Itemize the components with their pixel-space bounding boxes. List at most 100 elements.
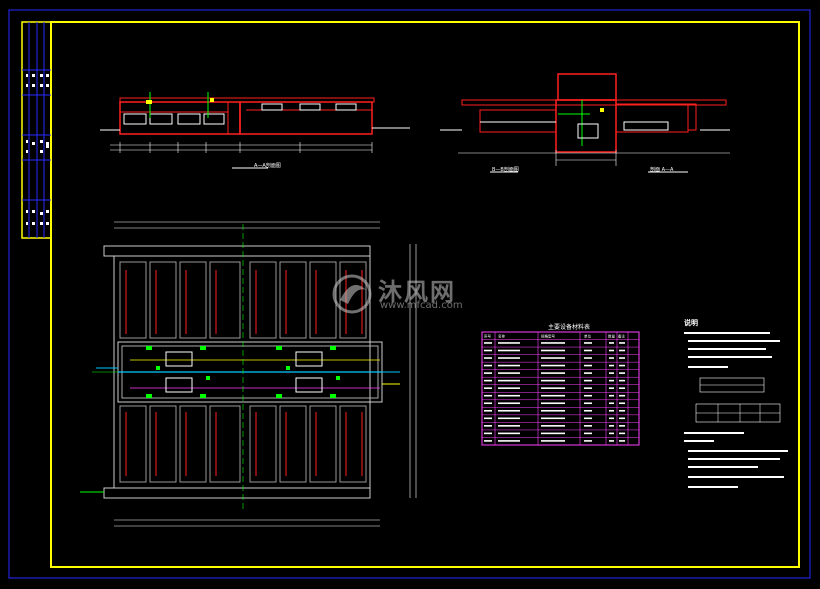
table-cell-mark [541, 387, 565, 389]
watermark-logo-icon [332, 274, 372, 314]
table-header-cell: 单位 [584, 334, 592, 339]
table-cell-mark [498, 402, 520, 405]
table-cell-mark [484, 342, 492, 344]
table-cell-mark [584, 417, 592, 420]
watermark-url: www.mfcad.com [380, 300, 463, 311]
table-cell-mark [541, 364, 565, 367]
table-cell-mark [619, 379, 625, 382]
table-cell-mark [484, 402, 492, 405]
table-cell-mark [609, 364, 614, 367]
table-cell-mark [609, 417, 614, 420]
table-cell-mark [541, 402, 565, 405]
table-cell-mark [484, 394, 492, 397]
table-cell-mark [619, 372, 625, 374]
table-cell-mark [584, 349, 592, 352]
table-cell-mark [584, 409, 592, 412]
table-cell-mark [609, 409, 614, 412]
table-cell-mark [541, 379, 565, 382]
table-cell-mark [484, 364, 492, 367]
table-cell-mark [484, 417, 492, 420]
table-cell-mark [541, 417, 565, 420]
table-cell-mark [584, 372, 592, 374]
table-cell-mark [619, 440, 625, 442]
notes-title: 说明 [684, 319, 698, 327]
table-cell-mark [584, 342, 592, 344]
table-cell-mark [541, 372, 565, 374]
table-cell-mark [619, 349, 625, 352]
table-cell-mark [584, 387, 592, 389]
table-header-cell: 序号 [484, 334, 492, 339]
table-cell-mark [619, 409, 625, 412]
table-cell-mark [609, 432, 614, 435]
table-cell-mark [541, 425, 565, 427]
table-cell-mark [541, 349, 565, 352]
table-cell-mark [541, 394, 565, 397]
table-cell-mark [541, 342, 565, 344]
table-cell-mark [584, 425, 592, 427]
table-cell-mark [619, 425, 625, 427]
notes-block [684, 332, 788, 488]
table-cell-mark [541, 440, 565, 442]
table-cell-mark [541, 432, 565, 435]
table-cell-mark [619, 342, 625, 344]
table-cell-mark [498, 432, 520, 435]
table-cell-mark [484, 409, 492, 412]
table-cell-mark [584, 364, 592, 367]
equipment-table: 序号 名称 规格型号 单位 数量备注 [481, 331, 640, 446]
table-cell-mark [484, 432, 492, 435]
table-cell-mark [498, 417, 520, 420]
table-cell-mark [619, 357, 625, 359]
table-cell-mark [484, 349, 492, 352]
table-header-cell: 规格型号 [541, 334, 555, 339]
table-header-cell: 备注 [618, 334, 626, 339]
table-cell-mark [609, 349, 614, 352]
table-cell-mark [619, 432, 625, 435]
table-cell-mark [498, 357, 520, 359]
table-cell-mark [619, 387, 625, 389]
section-label-3: 剖面 A—A [650, 167, 674, 173]
table-cell-mark [541, 357, 565, 359]
table-cell-mark [541, 409, 565, 412]
table-cell-mark [498, 394, 520, 397]
table-title: 主要设备材料表 [548, 324, 591, 331]
table-cell-mark [484, 379, 492, 382]
table-cell-mark [484, 357, 492, 359]
plan-view [80, 221, 417, 527]
table-cell-mark [609, 379, 614, 382]
table-cell-mark [609, 387, 614, 389]
table-cell-mark [619, 394, 625, 397]
table-header-cell: 名称 [498, 334, 506, 339]
table-cell-mark [498, 364, 520, 367]
table-cell-mark [498, 342, 520, 344]
table-cell-mark [484, 387, 492, 389]
table-cell-mark [619, 402, 625, 405]
table-cell-mark [584, 432, 592, 435]
section-label-2: B—B剖面图 [492, 167, 519, 173]
table-cell-mark [609, 425, 614, 427]
section-view-right [440, 73, 730, 173]
section-view-left [100, 92, 410, 169]
table-header-cell: 数量 [608, 334, 616, 339]
table-cell-mark [584, 394, 592, 397]
section-label-1: A—A剖面图 [254, 163, 281, 169]
watermark-brand: 沐风网 [378, 278, 456, 306]
table-cell-mark [498, 349, 520, 352]
left-title-strip [21, 21, 52, 239]
table-cell-mark [584, 440, 592, 442]
outer-frame [8, 9, 811, 579]
table-cell-mark [584, 379, 592, 382]
table-cell-mark [619, 364, 625, 367]
table-cell-mark [609, 342, 614, 344]
table-cell-mark [619, 417, 625, 420]
table-cell-mark [498, 387, 520, 389]
table-cell-mark [584, 357, 592, 359]
table-cell-mark [609, 402, 614, 405]
table-cell-mark [484, 372, 492, 374]
table-cell-mark [609, 394, 614, 397]
table-cell-mark [498, 372, 520, 374]
table-cell-mark [498, 379, 520, 382]
table-cell-mark [498, 440, 520, 442]
watermark: 沐风网 www.mfcad.com [330, 270, 500, 318]
table-cell-mark [609, 372, 614, 374]
